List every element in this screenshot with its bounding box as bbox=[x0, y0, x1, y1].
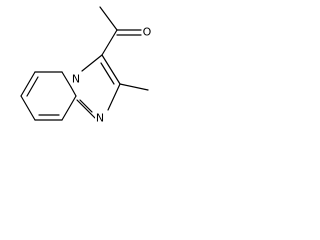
bond-c2-n1 bbox=[107, 83, 121, 111]
bond-c8a-n4 bbox=[70, 86, 77, 97]
bond-n4-c5 bbox=[61, 71, 72, 88]
pyridine-ring bbox=[20, 71, 77, 121]
acetyl-group bbox=[99, 6, 142, 56]
ring-nitrogen-text: N bbox=[96, 112, 104, 125]
bond-n1-c8a-inner bbox=[79, 99, 93, 113]
bond-c6-c7 bbox=[20, 71, 36, 97]
bond-c6-c7-inner bbox=[26, 76, 39, 97]
bond-c3-carbonyl bbox=[101, 29, 118, 56]
bond-carbonyl-methyl bbox=[99, 6, 118, 31]
bond-c7-c8 bbox=[20, 95, 36, 121]
methyl-bond bbox=[119, 83, 149, 91]
bond-c3-c2-inner bbox=[100, 62, 115, 85]
bond-c3-c2 bbox=[101, 54, 121, 85]
bond-n1-c8a bbox=[76, 99, 96, 119]
bond-n4-c3 bbox=[81, 54, 103, 72]
atom-label-bridge-nitrogen: N bbox=[71, 73, 82, 86]
bridge-nitrogen-text: N bbox=[72, 73, 80, 86]
carbonyl-oxygen-text: O bbox=[143, 26, 152, 39]
atom-label-ring-nitrogen: N bbox=[95, 112, 106, 125]
chemical-structure-diagram: N N O bbox=[20, 6, 153, 125]
bond-c9-c8a bbox=[61, 95, 77, 121]
imidazole-ring bbox=[76, 54, 121, 119]
atom-label-carbonyl-oxygen: O bbox=[142, 26, 153, 39]
